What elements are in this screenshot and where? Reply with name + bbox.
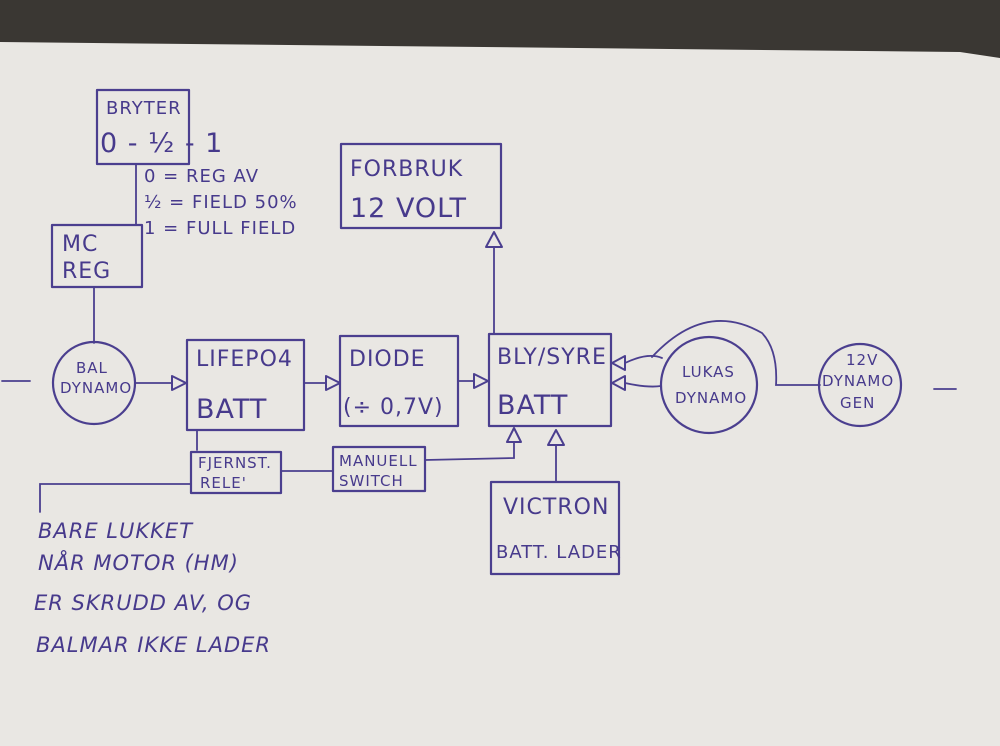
mc-reg-line1: MC [62, 232, 98, 257]
bryter-title: BRYTER [106, 98, 182, 119]
dynamo-gen-line3: GEN [840, 394, 875, 412]
bryter-positions: 0 - ½ - 1 [100, 128, 223, 159]
arrow-to-bly-from-diode [473, 373, 489, 389]
wire-lukas-bly-upper [624, 354, 663, 364]
manuell-switch-line2: SWITCH [339, 472, 404, 490]
bly-syre-line1: BLY/SYRE [497, 345, 607, 370]
wire-switch-bly [424, 441, 515, 461]
victron-box [489, 480, 621, 576]
lukas-dynamo-line2: DYNAMO [675, 389, 747, 407]
dynamo-gen-line1: 12V [846, 351, 878, 369]
lifepo4-box [185, 338, 306, 432]
bryter-legend-half: ½ = FIELD 50% [144, 192, 298, 213]
dynamo-gen-circle [817, 342, 903, 428]
diode-line2: (÷ 0,7V) [343, 395, 444, 420]
fjernst-rele-box [189, 450, 283, 495]
bal-dynamo-line1: BAL [76, 359, 108, 377]
dynamo-gen-line2: DYNAMO [822, 372, 894, 390]
victron-line2: BATT. LADER [496, 542, 622, 563]
lukas-dynamo-circle [659, 335, 759, 435]
wire-lukas-bly-lower [624, 382, 662, 388]
forbruk-box [339, 142, 503, 230]
bryter-box [95, 88, 191, 166]
mc-reg-box [50, 223, 144, 289]
bryter-legend-1: 1 = FULL FIELD [144, 218, 296, 239]
bryter-legend-0: 0 = REG AV [144, 166, 259, 187]
wire-rele-note [39, 483, 192, 513]
diode-line1: DIODE [349, 347, 426, 372]
note-line2: NÅR MOTOR (HM) [38, 549, 239, 575]
wire-arc-gen-bly [651, 320, 821, 386]
bly-syre-box [487, 332, 613, 428]
victron-line1: VICTRON [503, 495, 609, 520]
lukas-dynamo-line1: LUKAS [682, 363, 735, 381]
arrow-lukas-lower [611, 375, 626, 391]
lifepo4-line2: BATT [196, 394, 267, 425]
fjernst-rele-line1: FJERNST. [198, 454, 272, 472]
bal-dynamo-line2: DYNAMO [60, 379, 132, 397]
arrow-to-forbruk [485, 231, 503, 248]
arrow-to-bly-from-switch [506, 427, 522, 443]
arrow-to-lifepo4 [171, 375, 187, 391]
forbruk-line2: 12 VOLT [350, 193, 467, 224]
paper-sheet [0, 42, 1000, 746]
manuell-switch-line1: MANUELL [339, 452, 418, 470]
lifepo4-line1: LIFEPO4 [196, 347, 293, 372]
fjernst-rele-line2: RELE' [200, 474, 247, 492]
bly-syre-line2: BATT [497, 390, 568, 421]
mc-reg-line2: REG [62, 259, 111, 284]
note-line1: BARE LUKKET [38, 519, 194, 543]
arrow-to-bly-from-victron [547, 429, 565, 446]
manuell-switch-box [331, 445, 427, 493]
forbruk-line1: FORBRUK [350, 157, 463, 182]
note-line4: BALMAR IKKE LADER [36, 633, 271, 657]
arrow-lukas-upper [611, 355, 626, 371]
note-line3: ER SKRUDD AV, OG [34, 591, 252, 615]
arrow-to-diode [325, 375, 341, 391]
